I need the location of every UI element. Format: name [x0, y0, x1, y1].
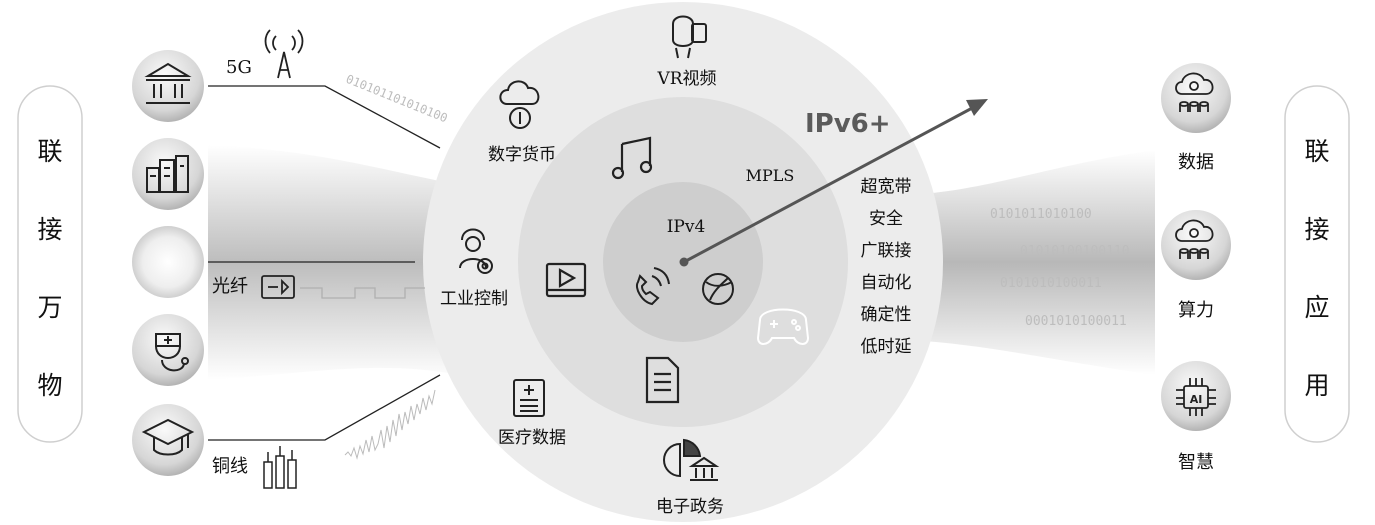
right-panel: 联 接 应 用 — [1284, 85, 1350, 443]
feature-item: 确定性 — [861, 305, 912, 325]
cloud-database-icon — [1175, 72, 1214, 112]
binary-right-1: 0101011010100 — [990, 207, 1092, 222]
ipv4-label: IPv4 — [667, 217, 706, 237]
left-panel-char: 物 — [37, 371, 62, 400]
copper-label: 铜线 — [212, 456, 248, 477]
fiber-connector-icon — [261, 275, 295, 299]
svg-text:AI: AI — [1190, 393, 1203, 406]
fiber-label: 光纤 — [212, 276, 248, 297]
binary-right-2: 01010100100110 — [1020, 244, 1130, 259]
graduation-cap-icon — [141, 418, 195, 456]
feature-list: 超宽带 安全 广联接 自动化 确定性 低时延 — [861, 177, 912, 357]
music-note-icon — [611, 136, 653, 180]
video-player-icon — [545, 262, 587, 298]
app-label: 算力 — [1178, 300, 1214, 321]
app-label: 智慧 — [1178, 452, 1214, 473]
globe-icon — [702, 273, 734, 305]
data-badge — [1161, 63, 1231, 133]
feature-item: 安全 — [869, 209, 903, 229]
egov-label: 电子政务 — [656, 497, 724, 517]
binary-right-4: 0001010100011 — [1025, 314, 1127, 329]
industrial-label: 工业控制 — [440, 289, 508, 309]
graduation-badge — [132, 404, 204, 476]
feature-item: 自动化 — [861, 273, 912, 293]
doctor-icon — [155, 333, 189, 372]
document-icon — [645, 356, 680, 404]
left-panel-char: 联 — [37, 137, 62, 166]
doctor-badge — [132, 314, 204, 386]
phone-call-icon — [636, 267, 670, 306]
left-panel-char: 接 — [37, 215, 62, 244]
compute-badge — [1161, 210, 1231, 280]
copper-cable-icon — [263, 446, 297, 489]
currency-label: 数字货币 — [488, 145, 556, 165]
bank-icon — [144, 62, 192, 104]
bank-badge — [132, 50, 204, 122]
ipv6-label: IPv6+ — [805, 109, 891, 139]
right-panel-char: 应 — [1304, 293, 1329, 322]
right-panel-char: 联 — [1304, 137, 1329, 166]
engineer-gear-icon — [459, 228, 493, 274]
app-label: 数据 — [1178, 152, 1214, 173]
fiber-pulse-line — [300, 287, 425, 299]
binary-left: 010101101010100 — [344, 72, 450, 126]
signal-waveform — [344, 389, 436, 460]
wisdom-badge: AI — [1161, 361, 1231, 431]
medical-record-icon — [513, 379, 545, 417]
buildings-icon — [146, 155, 189, 193]
left-panel-char: 万 — [37, 293, 62, 322]
vr-headset-icon — [672, 15, 707, 59]
vr-label: VR视频 — [656, 69, 716, 89]
cloud-compute-icon — [1175, 219, 1214, 259]
right-panel-char: 用 — [1304, 371, 1329, 400]
fiber-badge — [132, 226, 204, 298]
connector-lines — [208, 85, 441, 441]
binary-right-3: 0101010100011 — [1000, 276, 1102, 291]
antenna-icon — [264, 29, 304, 79]
mpls-label: MPLS — [746, 166, 795, 185]
ipv6-arrow — [679, 99, 988, 267]
gamepad-icon — [756, 308, 810, 345]
right-panel-char: 接 — [1304, 215, 1329, 244]
ai-chip-icon: AI — [1176, 378, 1216, 416]
right-band — [910, 150, 1155, 375]
fiveg-label: 5G — [226, 57, 252, 78]
pie-government-icon — [663, 438, 720, 481]
medical-label: 医疗数据 — [498, 428, 566, 448]
feature-item: 超宽带 — [861, 177, 912, 197]
buildings-badge — [132, 138, 204, 210]
feature-item: 广联接 — [861, 241, 912, 261]
left-panel: 联 接 万 物 — [17, 85, 83, 443]
feature-item: 低时延 — [861, 337, 912, 357]
cloud-coin-icon — [499, 80, 540, 129]
